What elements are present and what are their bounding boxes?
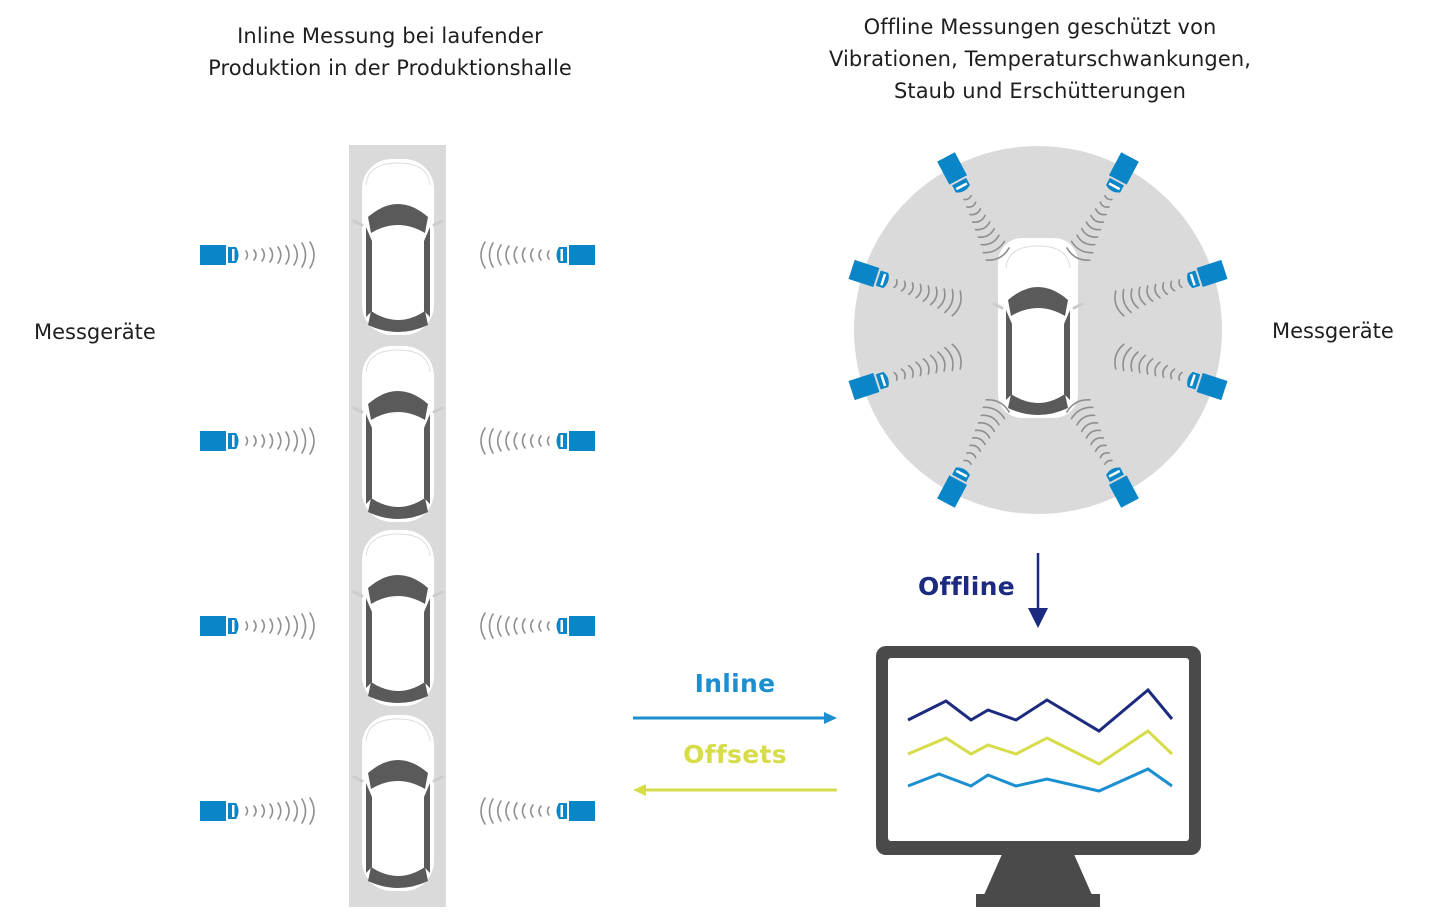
screen-line-yellow [907,729,1174,766]
offline-caption-line1: Offline Messungen geschützt von [863,15,1217,39]
measurement-device-icon [481,798,595,824]
inline-caption-line2: Produktion in der Produktionshalle [208,56,572,80]
right-device-label: Messgeräte [1272,319,1394,343]
monitor-stand [984,852,1092,895]
monitor-screen [888,658,1189,841]
left-device-label: Messgeräte [34,320,156,344]
measurement-device-icon [481,428,595,454]
car-icon [352,157,444,337]
monitor-icon [876,646,1201,907]
offline-flow-label: Offline [918,572,1015,601]
car-icon [992,240,1084,420]
measurement-device-icon [200,613,314,639]
offline-caption-line3: Staub und Erschütterungen [893,79,1187,103]
production-lane [349,145,446,907]
measurement-device-icon [481,613,595,639]
measurement-device-icon [200,798,314,824]
measurement-device-icon [481,242,595,268]
right-measurement-devices [481,242,595,824]
measurement-device-icon [200,428,314,454]
car-icon [352,344,444,524]
measurement-device-icon [200,242,314,268]
inline-caption-line1: Inline Messung bei laufender [237,24,543,48]
offline-caption-line2: Vibrationen, Temperaturschwankungen, [828,47,1252,71]
offsets-arrow [633,784,837,796]
screen-line-navy [907,687,1174,733]
offline-measurement-room [848,146,1229,514]
inline-arrow [633,712,837,724]
offline-caption: Offline Messungen geschützt von Vibratio… [780,11,1300,107]
screen-line-blue [907,767,1173,793]
left-measurement-devices [200,242,314,824]
offsets-flow-label: Offsets [683,740,787,769]
inline-flow-label: Inline [694,669,776,698]
monitor-base [976,894,1100,907]
inline-caption: Inline Messung bei laufender Produktion … [160,20,620,84]
car-icon [352,713,444,893]
car-icon [352,528,444,708]
